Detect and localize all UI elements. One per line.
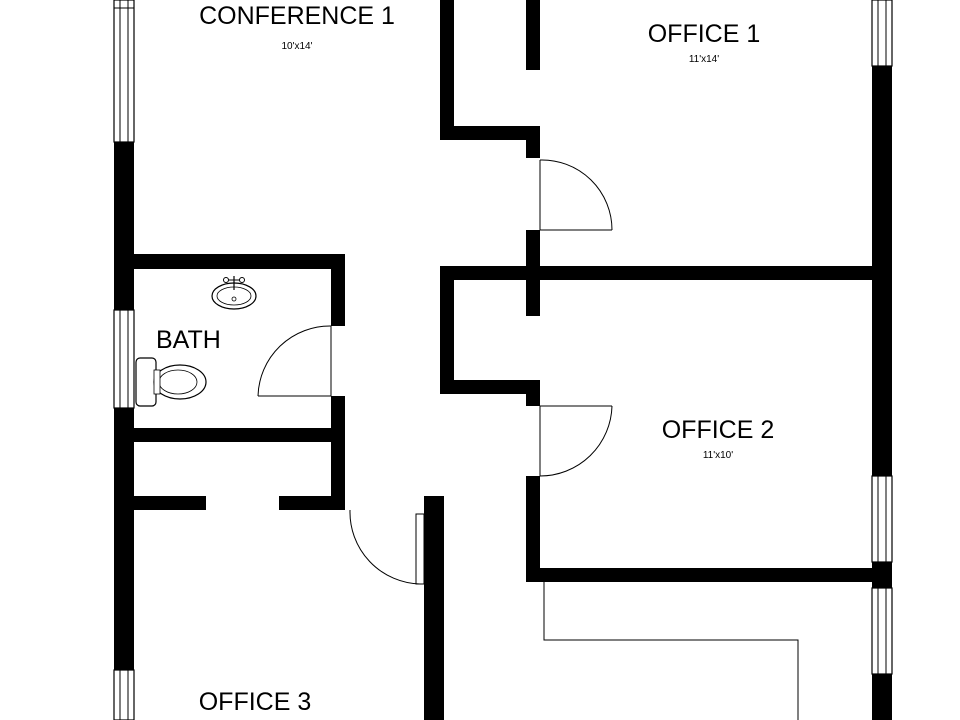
window-left-top [113, 0, 135, 143]
bath-bottom-wall [134, 428, 345, 442]
conference-1-size: 10'x14' [281, 41, 312, 52]
right-wall-lower [872, 674, 892, 720]
office-3-label: OFFICE 3 [199, 688, 312, 716]
bath-top-wall [134, 254, 345, 269]
office-2-label: OFFICE 2 [662, 416, 775, 444]
office-2-bottom-wall [526, 568, 890, 582]
sink-icon [211, 276, 257, 310]
window-left-bottom [113, 669, 135, 720]
left-wall-upper [114, 142, 134, 310]
right-wall-upper [872, 66, 892, 476]
office-2-door [539, 405, 613, 477]
counter-outline [543, 582, 799, 720]
office-1-size: 11'x14' [689, 54, 719, 65]
walls [114, 0, 892, 720]
bath-right-wall-top [331, 254, 345, 326]
window-right-mid [871, 475, 893, 563]
corridor-wall-lower [424, 496, 444, 720]
office-1-left-wall-stub [526, 126, 540, 158]
toilet-icon [135, 357, 207, 407]
office-1-door [539, 159, 613, 231]
window-left-bath [113, 309, 135, 409]
jog-wall-top-vertical [440, 0, 454, 140]
jog-wall-top-horizontal [440, 126, 540, 140]
left-wall-mid [114, 408, 134, 670]
bath-right-wall-bottom [331, 396, 345, 510]
office-3-top-wall-left [134, 496, 206, 510]
window-right-lower [871, 587, 893, 675]
office-3-door [349, 509, 425, 585]
office-2-size: 11'x10' [703, 450, 733, 461]
doors [257, 159, 613, 585]
right-wall-mid [872, 562, 892, 588]
bath-label: BATH [156, 326, 221, 354]
jog-wall-mid-horizontal [440, 380, 540, 394]
office-2-left-wall-lower [526, 476, 540, 582]
office-divider-wall [440, 266, 890, 280]
window-right-top [871, 0, 893, 67]
jog-wall-mid-vertical [440, 266, 454, 394]
conference-1-label: CONFERENCE 1 [199, 2, 395, 30]
office-3-top-wall-right [279, 496, 345, 510]
office-2-left-wall-stub [526, 380, 540, 406]
windows [113, 0, 893, 720]
office-1-label: OFFICE 1 [648, 20, 761, 48]
office-1-left-wall-top [526, 0, 540, 70]
bath-door [257, 325, 332, 397]
